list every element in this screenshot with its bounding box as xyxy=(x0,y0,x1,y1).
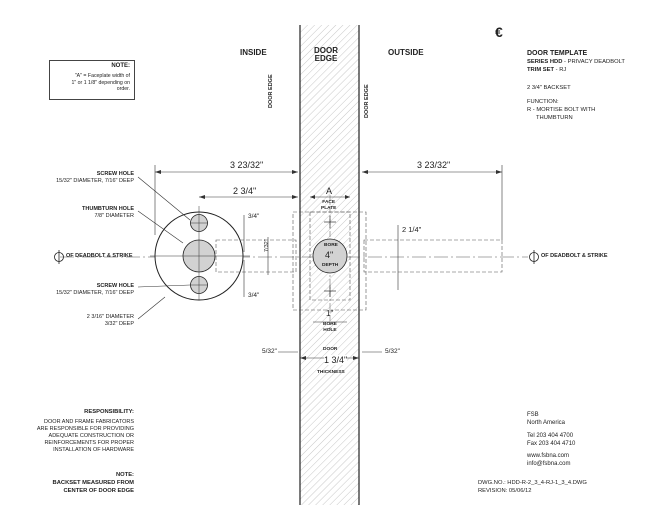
note-box: NOTE: "A" = Faceplate width of 1" or 1 1… xyxy=(49,60,135,100)
function-line1: R - MORTISE BOLT WITH xyxy=(527,107,596,113)
trim-desc: - RJ xyxy=(554,67,567,73)
dim-screw-bottom: 3/4" xyxy=(248,292,260,299)
responsibility-line-3: ADEQUATE CONSTRUCTION OR xyxy=(48,433,134,439)
responsibility-title: RESPONSIBILITY: xyxy=(84,409,134,415)
dim-thumb-offset: 7/32" xyxy=(264,239,270,252)
centerline-label-left: OF DEADBOLT & STRIKE xyxy=(66,253,133,259)
bore-depth-label: DEPTH xyxy=(322,263,339,268)
company-email: info@fsbna.com xyxy=(527,461,571,467)
thickness-label: THICKNESS xyxy=(317,370,345,375)
bore-hole xyxy=(312,238,348,274)
note-box-body: "A" = Faceplate width of 1" or 1 1/8" de… xyxy=(71,73,131,92)
screw-hole-bottom-title: SCREW HOLE xyxy=(96,283,134,289)
dim-backset: 2 3/4" xyxy=(232,186,258,197)
dim-door-thickness: 1 3/4" xyxy=(324,355,348,366)
thumbturn-title: THUMBTURN HOLE xyxy=(82,206,134,212)
dim-bore-width: 1" xyxy=(326,309,334,318)
dim-right-small: 5/32" xyxy=(385,348,400,355)
dim-left-small: 5/32" xyxy=(262,348,277,355)
screw-hole-top-title: SCREW HOLE xyxy=(96,171,134,177)
responsibility-line-2: ARE RESPONSIBLE FOR PROVIDING xyxy=(36,426,134,432)
series-desc: - PRIVACY DEADBOLT xyxy=(562,59,625,65)
big-hole-desc-2: 3/32" DEEP xyxy=(104,321,134,327)
screw-hole-bottom-desc: 15/32" DIAMETER, 7/16" DEEP xyxy=(56,290,134,296)
function-line2: THUMBTURN xyxy=(536,115,573,121)
bottom-note-line-1: BACKSET MEASURED FROM xyxy=(52,480,134,486)
door-edge-label-right: DOOR EDGE xyxy=(364,84,370,118)
dim-screw-top: 3/4" xyxy=(248,213,260,220)
dim-right-overall: 3 23/32" xyxy=(416,160,452,171)
bottom-note-title: NOTE: xyxy=(115,472,134,478)
company-region: North America xyxy=(527,420,566,426)
centerline-label-right: OF DEADBOLT & STRIKE xyxy=(541,253,608,259)
big-hole-desc-1: 2 3/16" DIAMETER xyxy=(86,314,134,320)
bore-hole-label: BORE HOLE xyxy=(323,322,337,333)
company-web: www.fsbna.com xyxy=(527,453,570,459)
responsibility-line-4: REINFORCEMENTS FOR PROPER xyxy=(44,440,134,446)
bolt-bore-outside xyxy=(363,239,503,273)
series-line: SERIES HDD - PRIVACY DEADBOLT xyxy=(527,59,625,66)
centerline-symbol-right xyxy=(529,250,539,264)
trim-line: TRIM SET - RJ xyxy=(527,67,566,74)
bore-depth-value: 4" xyxy=(325,250,334,260)
bore-label: BORE xyxy=(324,243,338,248)
faceplate-label: FACE PLATE xyxy=(321,200,337,211)
series-label: SERIES HDD xyxy=(527,59,563,65)
template-title: DOOR TEMPLATE xyxy=(527,50,588,57)
backset-text: 2 3/4" BACKSET xyxy=(527,85,571,91)
drawing-revision: REVISION: 05/06/12 xyxy=(478,488,532,494)
note-box-title: NOTE: xyxy=(111,63,130,69)
trim-label: TRIM SET xyxy=(527,67,555,73)
header-inside: INSIDE xyxy=(240,48,267,57)
bolt-bore-inside xyxy=(215,239,297,273)
company-tel: Tel 203 404 4700 xyxy=(527,433,574,439)
header-door-edge: DOOR EDGE xyxy=(314,46,338,63)
drawing-number: DWG.NO.: HDD-R-2_3_4-RJ-1_3_4.DWG xyxy=(478,480,587,486)
company-fax: Fax 203 404 4710 xyxy=(527,441,576,447)
door-label: DOOR xyxy=(323,347,338,352)
faceplate-outline xyxy=(309,211,351,301)
centerline-symbol-left xyxy=(54,250,64,264)
bottom-note-line-2: CENTER OF DOOR EDGE xyxy=(63,488,134,494)
function-label: FUNCTION: xyxy=(527,99,559,105)
header-outside: OUTSIDE xyxy=(388,48,424,57)
door-edge-label-left: DOOR EDGE xyxy=(268,74,274,108)
dim-right-height: 2 1/4" xyxy=(402,225,422,234)
dim-left-overall: 3 23/32" xyxy=(229,160,265,171)
thumbturn-desc: 7/8" DIAMETER xyxy=(94,213,134,219)
company-name: FSB xyxy=(527,412,539,418)
responsibility-line-5: INSTALLATION OF HARDWARE xyxy=(53,447,134,453)
dim-face-a: A xyxy=(326,186,333,196)
responsibility-line-1: DOOR AND FRAME FABRICATORS xyxy=(44,419,134,425)
currency-symbol: € xyxy=(495,24,503,40)
screw-hole-top-desc: 15/32" DIAMETER, 7/16" DEEP xyxy=(56,178,134,184)
